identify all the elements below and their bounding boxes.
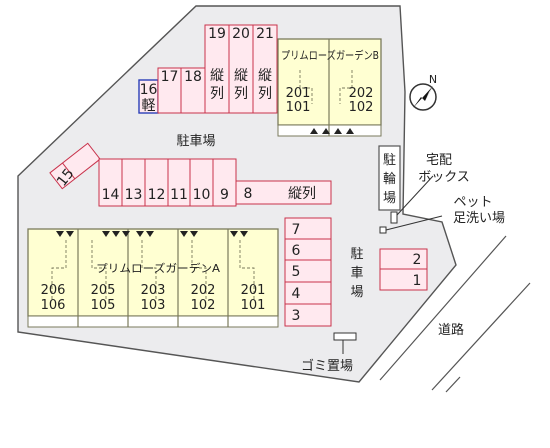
building-a-unit-1-lower: 106 <box>41 298 66 313</box>
entrance-marker <box>146 231 154 237</box>
delivery-box <box>390 211 398 224</box>
parking-note-kei: 軽 <box>142 98 156 114</box>
parking-number-16: 16 <box>140 82 158 98</box>
parking-number-14: 14 <box>102 187 120 203</box>
building-a-unit-4-lower: 102 <box>191 298 216 313</box>
entrance-marker <box>334 128 342 134</box>
parking-row-middle <box>98 158 237 207</box>
delivery-box-label-1: 宅配 <box>426 153 452 168</box>
parking-note-19-b: 列 <box>210 86 224 102</box>
road-edge-line-outer <box>431 282 531 391</box>
bicycle-label-3: 場 <box>383 191 396 206</box>
building-a-unit-1-upper: 206 <box>41 283 66 298</box>
building-b-unit-2-lower: 102 <box>349 100 374 115</box>
parking-number-4: 4 <box>292 286 301 302</box>
building-a <box>27 228 279 328</box>
parking-space-20 <box>228 24 254 114</box>
bicycle-label-2: 輪 <box>383 171 396 187</box>
parking-space-19 <box>204 24 230 114</box>
entrance-marker <box>346 128 354 134</box>
building-a-unit-4-upper: 202 <box>191 283 216 298</box>
parking-space-18 <box>180 67 206 114</box>
building-b-unit-2-upper: 202 <box>349 86 374 101</box>
entrance-marker <box>240 231 248 237</box>
parking-number-3: 3 <box>292 308 301 324</box>
parking-space-1 <box>379 268 428 291</box>
building-b <box>277 38 382 137</box>
entrance-marker <box>180 231 188 237</box>
building-a-unit-2-lower: 105 <box>91 298 116 313</box>
parking-number-6: 6 <box>292 243 301 259</box>
entrance-marker <box>230 231 238 237</box>
delivery-box-label-2: ボックス <box>418 170 470 185</box>
parking-number-5: 5 <box>292 264 301 280</box>
building-a-unit-3-upper: 203 <box>141 283 166 298</box>
parking-column-right <box>284 217 332 327</box>
parking-east-label-1: 駐 <box>350 247 363 262</box>
building-b-unit-1-upper: 201 <box>286 86 311 101</box>
entrance-marker <box>102 231 110 237</box>
north-label: N <box>429 73 437 86</box>
parking-note-19-a: 縦 <box>210 68 224 84</box>
parking-number-13: 13 <box>125 187 143 203</box>
parking-space-21 <box>252 24 278 114</box>
entrance-marker <box>112 231 120 237</box>
parking-number-11: 11 <box>170 187 188 203</box>
parking-number-21: 21 <box>256 26 274 42</box>
parking-number-10: 10 <box>193 187 211 203</box>
road-edge-line <box>379 235 507 381</box>
entrance-marker <box>190 231 198 237</box>
entrance-marker <box>322 128 330 134</box>
building-a-unit-5-upper: 201 <box>241 283 266 298</box>
entrance-marker <box>66 231 74 237</box>
parking-number-9: 9 <box>220 187 229 203</box>
road-label: 道路 <box>438 322 464 338</box>
pet-foot-wash <box>379 226 387 234</box>
bicycle-label-1: 駐 <box>383 153 396 168</box>
pet-wash-label-2: 足洗い場 <box>453 211 505 226</box>
parking-number-19: 19 <box>208 26 226 42</box>
parking-east-label-3: 場 <box>350 285 363 300</box>
entrance-marker <box>310 128 318 134</box>
parking-number-20: 20 <box>232 26 250 42</box>
parking-number-7: 7 <box>292 222 301 238</box>
garbage-station <box>333 332 357 341</box>
building-a-unit-5-lower: 101 <box>241 298 266 313</box>
garbage-label: ゴミ置場 <box>301 358 353 374</box>
bicycle-parking <box>378 145 401 211</box>
parking-number-17: 17 <box>161 69 179 85</box>
building-a-name: プリムローズガーデンA <box>96 261 220 275</box>
building-b-name: プリムローズガーデンB <box>281 48 379 62</box>
parking-note-21-b: 列 <box>258 86 272 102</box>
building-a-unit-2-upper: 205 <box>91 283 116 298</box>
parking-note-8: 縦列 <box>288 186 316 202</box>
parking-note-21-a: 縦 <box>258 68 272 84</box>
north-arrow-icon: N <box>409 73 437 111</box>
parking-space-8 <box>235 180 332 205</box>
pet-wash-label-1: ペット <box>453 195 492 210</box>
building-b-unit-1-lower: 101 <box>286 100 311 115</box>
entrance-marker <box>136 231 144 237</box>
parking-number-8: 8 <box>244 186 253 202</box>
delivery-box-leader <box>396 175 434 216</box>
entrance-marker <box>122 231 130 237</box>
building-a-unit-3-lower: 103 <box>141 298 166 313</box>
parking-number-18: 18 <box>184 69 202 85</box>
parking-area-label-north: 駐車場 <box>176 134 215 149</box>
parking-number-2: 2 <box>413 252 422 268</box>
parking-east-label-2: 車 <box>350 266 363 281</box>
parking-space-15 <box>49 142 101 190</box>
parking-number-12: 12 <box>148 187 166 203</box>
road-edge-dash <box>445 376 461 393</box>
parking-number-1: 1 <box>413 273 422 289</box>
parking-note-20-b: 列 <box>234 86 248 102</box>
parking-note-20-a: 縦 <box>234 68 248 84</box>
entrance-marker <box>56 231 64 237</box>
pet-foot-wash-leader <box>385 215 443 231</box>
